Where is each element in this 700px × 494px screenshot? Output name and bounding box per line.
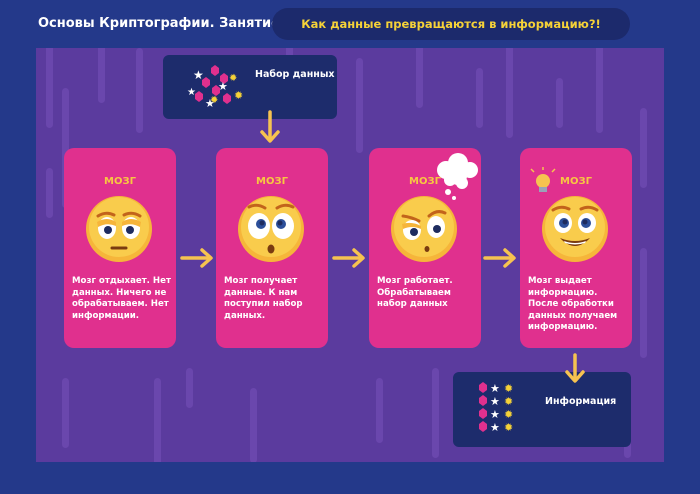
bg-stripe — [46, 168, 53, 218]
bg-stripe — [640, 248, 647, 358]
surprised-face-icon — [238, 196, 304, 262]
thinking-face-icon — [391, 196, 457, 262]
svg-text:✹: ✹ — [229, 73, 237, 84]
svg-text:✹: ✹ — [504, 408, 513, 421]
svg-text:✹: ✹ — [210, 95, 218, 106]
card-title: МОЗГ — [256, 176, 288, 187]
output-info-label: Информация — [545, 396, 617, 407]
input-data-box: ★ ★ ★ ✹ ✹ ✹ ★ Набор данных — [163, 55, 337, 119]
bg-stripe — [416, 48, 423, 108]
topic-pill: Как данные превращаются в информацию?! — [272, 8, 630, 40]
output-info-box: ★ ★ ★ ★ ✹ ✹ ✹ ✹ Информация — [453, 372, 631, 447]
bg-stripe — [476, 68, 483, 128]
input-data-label: Набор данных — [255, 69, 335, 80]
bg-stripe — [250, 388, 257, 462]
svg-text:★: ★ — [490, 395, 500, 408]
bg-stripe — [62, 88, 69, 208]
bg-stripe — [186, 368, 193, 408]
bg-stripe — [432, 368, 439, 458]
svg-text:★: ★ — [187, 87, 196, 98]
svg-text:★: ★ — [218, 80, 228, 93]
card-description: Мозг выдает информацию. После обработки … — [528, 276, 618, 332]
svg-text:★: ★ — [490, 421, 500, 434]
svg-text:✹: ✹ — [234, 89, 243, 102]
light-bulb-icon — [530, 167, 556, 192]
neutral-face-icon — [86, 196, 152, 262]
bg-stripe — [556, 78, 563, 128]
arrow-right-icon — [483, 248, 516, 268]
arrow-right-icon — [332, 248, 365, 268]
topic-text: Как данные превращаются в информацию?! — [301, 17, 601, 31]
info-grid-icon: ★ ★ ★ ★ ✹ ✹ ✹ ✹ — [479, 382, 513, 434]
bg-stripe — [596, 48, 603, 133]
data-cluster-icon: ★ ★ ★ ✹ ✹ ✹ ★ — [187, 65, 243, 110]
bg-stripe — [356, 58, 363, 153]
svg-text:★: ★ — [205, 97, 215, 110]
bg-stripe — [154, 378, 161, 462]
bg-stripe — [46, 48, 53, 128]
svg-text:★: ★ — [193, 68, 204, 82]
svg-text:✹: ✹ — [504, 395, 513, 408]
card-title: МОЗГ — [560, 176, 592, 187]
svg-text:✹: ✹ — [504, 421, 513, 434]
thought-cloud-icon — [437, 153, 478, 200]
brain-card-resting: МОЗГ Мозг отдыхает. Нет данных. Ничего н… — [64, 148, 176, 348]
brain-card-receiving: МОЗГ Мозг получает данные. К нам поступи… — [216, 148, 328, 348]
bg-stripe — [640, 108, 647, 188]
arrow-down-icon — [260, 110, 280, 143]
bg-stripe — [98, 48, 105, 103]
bg-stripe — [376, 378, 383, 443]
arrow-down-icon — [565, 353, 585, 383]
svg-text:✹: ✹ — [504, 382, 513, 395]
svg-text:★: ★ — [490, 408, 500, 421]
svg-text:★: ★ — [490, 382, 500, 395]
bg-stripe — [62, 378, 69, 448]
card-title: МОЗГ — [409, 176, 441, 187]
card-description: Мозг отдыхает. Нет данных. Ничего не обр… — [72, 276, 171, 321]
arrow-right-icon — [180, 248, 213, 268]
happy-face-icon — [542, 196, 608, 262]
card-description: Мозг работает. Обрабатываем набор данных — [377, 276, 453, 309]
bg-stripe — [506, 48, 513, 138]
card-title: МОЗГ — [104, 176, 136, 187]
lesson-title: Основы Криптографии. Занятие 1. — [38, 16, 299, 31]
bg-stripe — [136, 48, 143, 133]
card-description: Мозг получает данные. К нам поступил наб… — [224, 276, 303, 321]
